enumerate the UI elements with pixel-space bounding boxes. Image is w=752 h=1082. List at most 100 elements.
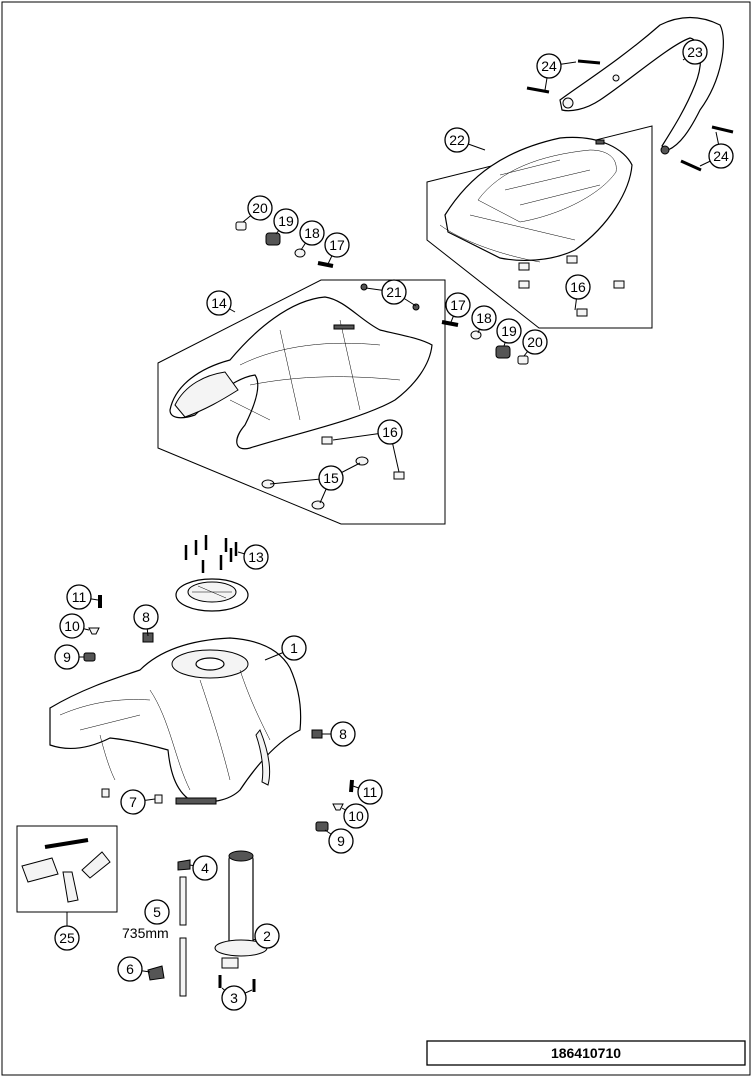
callout-c15: 15 — [318, 465, 344, 491]
callout-circle — [54, 925, 80, 951]
washer-18 — [294, 248, 306, 258]
bolt-24 — [577, 59, 601, 65]
tank-bracket — [175, 797, 217, 805]
bushing-9 — [83, 652, 96, 662]
seat-badge — [333, 324, 355, 330]
callout-c17b: 17 — [445, 292, 471, 318]
callout-circle — [273, 208, 299, 234]
callout-number: 8 — [339, 726, 347, 742]
callout-bubbles: 1234567889910101111131415161617171818191… — [54, 39, 734, 1011]
callout-circle — [144, 899, 170, 925]
callout-c25: 25 — [54, 925, 80, 951]
grab-handle-group — [526, 16, 734, 172]
callout-c21: 21 — [381, 279, 407, 305]
callout-circle — [565, 274, 591, 300]
clip-16 — [518, 262, 530, 271]
bolt-17 — [441, 320, 459, 327]
bolt-24 — [680, 159, 702, 172]
callout-circle — [281, 635, 307, 661]
callout-circle — [682, 39, 708, 65]
clip-16 — [518, 280, 530, 289]
callout-circle — [330, 721, 356, 747]
fuel-tank-group — [49, 632, 323, 805]
callout-c16b: 16 — [377, 419, 403, 445]
washer-10 — [88, 627, 100, 635]
callout-c24b: 24 — [708, 143, 734, 169]
callout-circle — [192, 855, 218, 881]
callout-c9b: 9 — [328, 828, 354, 854]
callout-c2: 2 — [254, 923, 280, 949]
callout-c9a: 9 — [54, 644, 80, 670]
clip-16 — [393, 471, 405, 480]
callout-circle — [254, 923, 280, 949]
fuel-hose-5 — [179, 876, 187, 926]
sleeve-20 — [517, 355, 529, 365]
callout-circle — [471, 305, 497, 331]
callout-circle — [536, 53, 562, 79]
callout-circle — [206, 290, 232, 316]
screw-11 — [349, 779, 354, 793]
callout-number: 8 — [142, 609, 150, 625]
callout-circle — [54, 644, 80, 670]
document-number-box — [426, 1040, 746, 1066]
callout-number: 19 — [501, 323, 517, 339]
callout-c14: 14 — [206, 290, 232, 316]
callout-circle — [445, 292, 471, 318]
callout-number: 22 — [449, 132, 465, 148]
callout-c7: 7 — [120, 789, 146, 815]
bushing-19 — [265, 232, 281, 246]
seat-mount-hardware-right — [441, 320, 529, 365]
sticker-strip — [44, 838, 89, 849]
callout-number: 20 — [527, 334, 543, 350]
sticker-set-group — [16, 825, 118, 913]
callout-number: 9 — [337, 833, 345, 849]
callout-c13: 13 — [243, 544, 269, 570]
callout-number: 3 — [230, 990, 238, 1006]
callout-c8a: 8 — [133, 604, 159, 630]
callout-number: 11 — [72, 589, 87, 605]
callout-number: 2 — [263, 928, 271, 944]
callout-circle — [59, 613, 85, 639]
rubber-buffer-15 — [311, 500, 325, 510]
callout-circle — [357, 779, 383, 805]
rider-seat-frame — [157, 279, 446, 525]
sticker — [62, 871, 79, 903]
pillion-seat-frame — [426, 125, 653, 329]
callout-c20b: 20 — [522, 329, 548, 355]
sticker — [21, 857, 59, 883]
clip-16 — [566, 255, 578, 264]
callout-circle — [444, 127, 470, 153]
pillion-seat-group — [426, 125, 653, 329]
callout-number: 10 — [64, 618, 80, 634]
callout-circle — [117, 956, 143, 982]
callout-c16a: 16 — [565, 274, 591, 300]
callout-c23: 23 — [682, 39, 708, 65]
callout-c5: 5 — [144, 899, 170, 925]
callout-c10b: 10 — [343, 803, 369, 829]
bolt-24 — [711, 125, 734, 134]
callout-number: 13 — [248, 549, 264, 565]
bolt-24 — [526, 86, 550, 94]
callout-circle — [221, 985, 247, 1011]
callout-c18a: 18 — [299, 220, 325, 246]
callout-c4: 4 — [192, 855, 218, 881]
callout-c18b: 18 — [471, 305, 497, 331]
callout-number: 5 — [153, 904, 161, 920]
callout-number: 23 — [687, 44, 703, 60]
clip-16 — [576, 308, 588, 317]
callout-circle — [381, 279, 407, 305]
rider-seat-group — [157, 279, 446, 525]
callout-number: 14 — [211, 295, 227, 311]
callout-number: 4 — [201, 860, 209, 876]
fuel-pump — [228, 854, 254, 951]
callout-circle — [120, 789, 146, 815]
hose-length-label: 735mm — [122, 925, 169, 941]
callout-number: 18 — [304, 225, 320, 241]
callout-circle — [66, 584, 92, 610]
callout-c19b: 19 — [496, 318, 522, 344]
rider-seat — [169, 296, 433, 450]
screw-21 — [360, 283, 368, 291]
